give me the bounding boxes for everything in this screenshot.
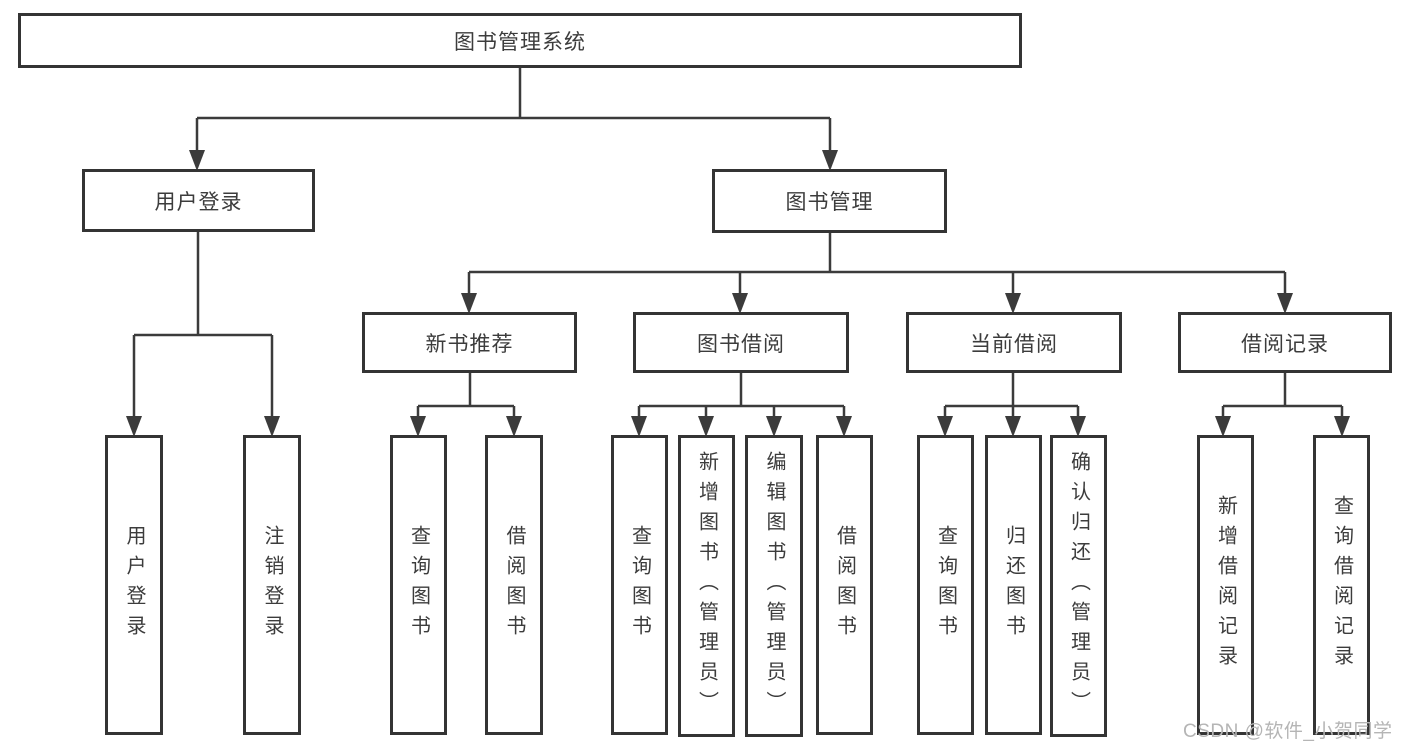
arrow-icon [1277,293,1293,314]
node-label: 确认归还（管理员） [1067,451,1090,721]
node-label: 编辑图书（管理员） [763,451,785,721]
node-label: 图书借阅 [697,332,785,356]
arrow-icon [766,416,782,437]
arrow-icon [698,416,714,437]
leaf-query-books-current: 查询图书 [917,435,974,735]
node-label: 查询图书 [934,525,957,645]
node-label: 查询借阅记录 [1330,495,1353,675]
arrow-icon [1334,416,1350,437]
arrow-icon [937,416,953,437]
leaf-return-book: 归还图书 [985,435,1042,735]
arrow-icon [126,416,142,437]
node-label: 图书管理 [785,191,874,214]
edge-user-login-to-leaves [132,232,274,419]
arrow-icon [836,416,852,437]
node-label: 注销登录 [261,525,283,645]
leaf-add-book-admin: 新增图书（管理员） [678,435,735,737]
node-label: 查询图书 [407,525,430,645]
node-user-login: 用户登录 [82,169,315,232]
leaf-add-borrow-record: 新增借阅记录 [1197,435,1254,735]
edge-records-to-leaves [1221,373,1344,419]
node-borrow-records: 借阅记录 [1178,312,1392,373]
node-label: 用户登录 [123,525,145,645]
arrow-icon [1005,416,1021,437]
arrow-icon [732,293,748,314]
leaf-borrow-books: 借阅图书 [816,435,873,735]
node-label: 新增图书（管理员） [695,451,718,721]
node-label: 新增借阅记录 [1214,495,1237,675]
arrow-icon [410,416,426,437]
edge-recommend-to-leaves [416,373,516,419]
arrow-icon [461,293,477,314]
node-new-book-recommend: 新书推荐 [362,312,577,373]
node-label: 借阅记录 [1241,332,1329,356]
arrow-icon [506,416,522,437]
leaf-edit-book-admin: 编辑图书（管理员） [745,435,803,737]
arrow-icon [631,416,647,437]
node-label: 归还图书 [1002,525,1025,645]
leaf-confirm-return-admin: 确认归还（管理员） [1050,435,1107,737]
csdn-watermark: CSDN @软件_小贺同学 [1183,721,1393,742]
node-current-borrow: 当前借阅 [906,312,1122,373]
edge-current-to-leaves [943,373,1080,419]
leaf-logout: 注销登录 [243,435,301,735]
node-label: 查询图书 [628,525,651,645]
arrowheads [126,150,1350,437]
edge-book-management-to-level3 [467,233,1287,296]
arrow-icon [1070,416,1086,437]
node-system-root: 图书管理系统 [18,13,1022,68]
node-book-management: 图书管理 [712,169,947,233]
arrow-icon [822,150,838,171]
leaf-borrow-books-recommend: 借阅图书 [485,435,543,735]
node-label: 借阅图书 [503,525,525,645]
node-label: 用户登录 [154,190,243,214]
edge-root-to-level2 [195,68,832,152]
arrow-icon [1005,293,1021,314]
leaf-query-books-borrow: 查询图书 [611,435,668,735]
leaf-query-books-recommend: 查询图书 [390,435,447,735]
node-label: 当前借阅 [970,332,1058,356]
leaf-user-login: 用户登录 [105,435,163,735]
arrow-icon [264,416,280,437]
leaf-query-borrow-record: 查询借阅记录 [1313,435,1370,735]
arrow-icon [189,150,205,171]
node-label: 新书推荐 [425,332,514,356]
edge-borrow-to-leaves [637,373,846,419]
node-label: 借阅图书 [833,525,856,645]
node-book-borrow: 图书借阅 [633,312,849,373]
arrow-icon [1215,416,1231,437]
node-label: 图书管理系统 [454,30,586,54]
